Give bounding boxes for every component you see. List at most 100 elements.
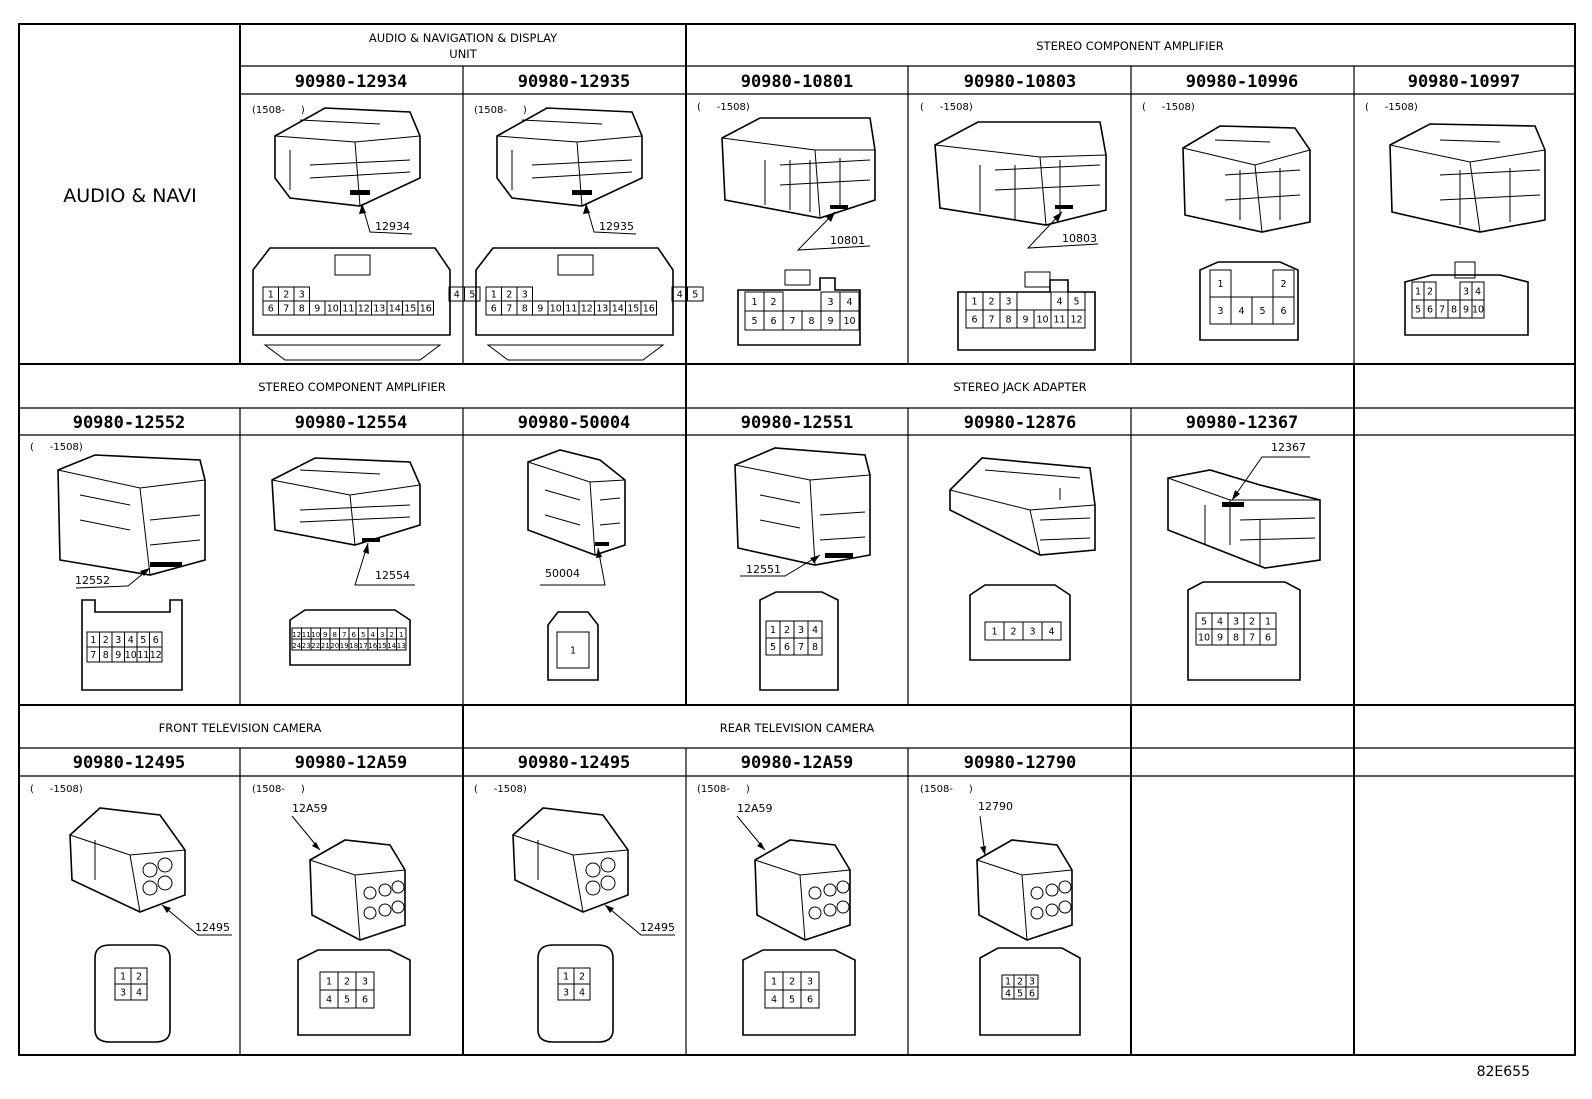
- pin-number: 3: [1005, 297, 1011, 308]
- pin-number: 5: [1073, 297, 1079, 308]
- pin-number: 5: [1259, 306, 1265, 317]
- callout-label: 12552: [75, 574, 110, 587]
- pin-number: 4: [812, 625, 818, 636]
- pin-number: 4: [1005, 989, 1011, 1000]
- pin-number: 10: [327, 304, 339, 315]
- pin-number: 10: [1472, 305, 1484, 316]
- pin-number: 6: [784, 642, 790, 653]
- part-number: 90980-10803: [964, 72, 1077, 92]
- pin-number: 1: [120, 972, 126, 983]
- pin-number: 12: [292, 631, 301, 639]
- pin-number: 7: [988, 315, 994, 326]
- pin-number: 5: [344, 995, 350, 1006]
- pin-number: 12: [358, 304, 370, 315]
- front-faces: [81, 247, 1529, 1043]
- pin-number: 18: [349, 642, 358, 650]
- pin-number: 21: [321, 642, 330, 650]
- pin-number: 4: [1056, 297, 1062, 308]
- part-number: 90980-12551: [741, 413, 854, 433]
- pin-number: 8: [1005, 315, 1011, 326]
- pin-number: 1: [399, 631, 403, 639]
- connector-body-12552: [57, 454, 206, 576]
- pin-number: 6: [807, 995, 813, 1006]
- callout-label: 50004: [545, 567, 580, 580]
- pin-number: 17: [359, 642, 368, 650]
- pin-number: 4: [136, 988, 142, 999]
- pin-number: 10: [125, 650, 137, 661]
- callout-label: 10801: [830, 234, 865, 247]
- pin-number: 1: [491, 290, 497, 301]
- callout-label: 12554: [375, 569, 410, 582]
- pin-number: 5: [361, 631, 365, 639]
- pin-number: 11: [565, 304, 577, 315]
- pin-number: 8: [103, 650, 109, 661]
- pin-number: 20: [330, 642, 339, 650]
- pin-cavity: [807, 637, 823, 656]
- pin-number: 1: [751, 297, 757, 308]
- pin-number: 9: [323, 631, 327, 639]
- pin-number: 5: [1201, 617, 1207, 628]
- callout-label: 12A59: [737, 802, 773, 815]
- date-range: (1508- ): [697, 784, 750, 795]
- part-number: 90980-12934: [295, 72, 408, 92]
- pin-number: 4: [1217, 617, 1223, 628]
- pin-number: 7: [283, 304, 289, 315]
- pin-number: 1: [570, 646, 576, 657]
- part-number: 90980-10801: [741, 72, 854, 92]
- pin-number: 1: [991, 627, 997, 638]
- pin-cavity: [396, 638, 407, 651]
- pin-number: 15: [404, 304, 416, 315]
- date-range: ( -1508): [697, 102, 750, 113]
- pin-number: 12: [1070, 315, 1082, 326]
- pin-number: 8: [333, 631, 337, 639]
- pin-number: 5: [1017, 989, 1023, 1000]
- connector-body-10997: [1389, 123, 1546, 233]
- pin-number: 1: [1005, 977, 1011, 988]
- part-number: 90980-10997: [1408, 72, 1521, 92]
- pin-number: 4: [579, 988, 585, 999]
- date-range: (1508- ): [252, 784, 305, 795]
- pin-number: 9: [827, 316, 833, 327]
- pin-cavity: [687, 286, 704, 302]
- date-range: (1508- ): [920, 784, 973, 795]
- connector-body-12554: [271, 457, 421, 546]
- pin-number: 9: [1217, 633, 1223, 644]
- pin-number: 1: [563, 972, 569, 983]
- part-number: 90980-12876: [964, 413, 1077, 433]
- pin-number: 3: [1463, 287, 1469, 298]
- pin-number: 13: [373, 304, 385, 315]
- pin-number: 12: [581, 304, 593, 315]
- pin-number: 2: [1427, 287, 1433, 298]
- pin-number: 14: [612, 304, 624, 315]
- pin-number: 3: [807, 977, 813, 988]
- pin-number: 3: [563, 988, 569, 999]
- pin-number: 8: [522, 304, 528, 315]
- pin-number: 16: [643, 304, 655, 315]
- pin-number: 3: [1029, 977, 1035, 988]
- pin-number: 22: [311, 642, 320, 650]
- connector-sketches: [57, 107, 1546, 941]
- callout-label: 12935: [599, 220, 634, 233]
- pin-number: 10: [550, 304, 562, 315]
- pin-number: 8: [808, 316, 814, 327]
- pin-number: 9: [115, 650, 121, 661]
- table-grid: [18, 23, 1576, 1056]
- pin-number: 24: [292, 642, 301, 650]
- pin-number: 2: [1010, 627, 1016, 638]
- group-header-audio-nav-display-unit: UNIT: [449, 47, 477, 61]
- group-header-front-camera: FRONT TELEVISION CAMERA: [159, 721, 322, 735]
- connector-body-12a59-rear: [754, 839, 851, 941]
- pin-number: 3: [522, 290, 528, 301]
- connector-body-12495-rear: [512, 807, 629, 913]
- pin-number: 4: [1238, 306, 1244, 317]
- pin-number: 6: [153, 635, 159, 646]
- pin-number: 4: [128, 635, 134, 646]
- date-range: ( -1508): [474, 784, 527, 795]
- pin-number: 8: [299, 304, 305, 315]
- pin-number: 3: [299, 290, 305, 301]
- pin-cavity: [640, 300, 657, 316]
- pin-number: 1: [770, 625, 776, 636]
- pin-number: 16: [420, 304, 432, 315]
